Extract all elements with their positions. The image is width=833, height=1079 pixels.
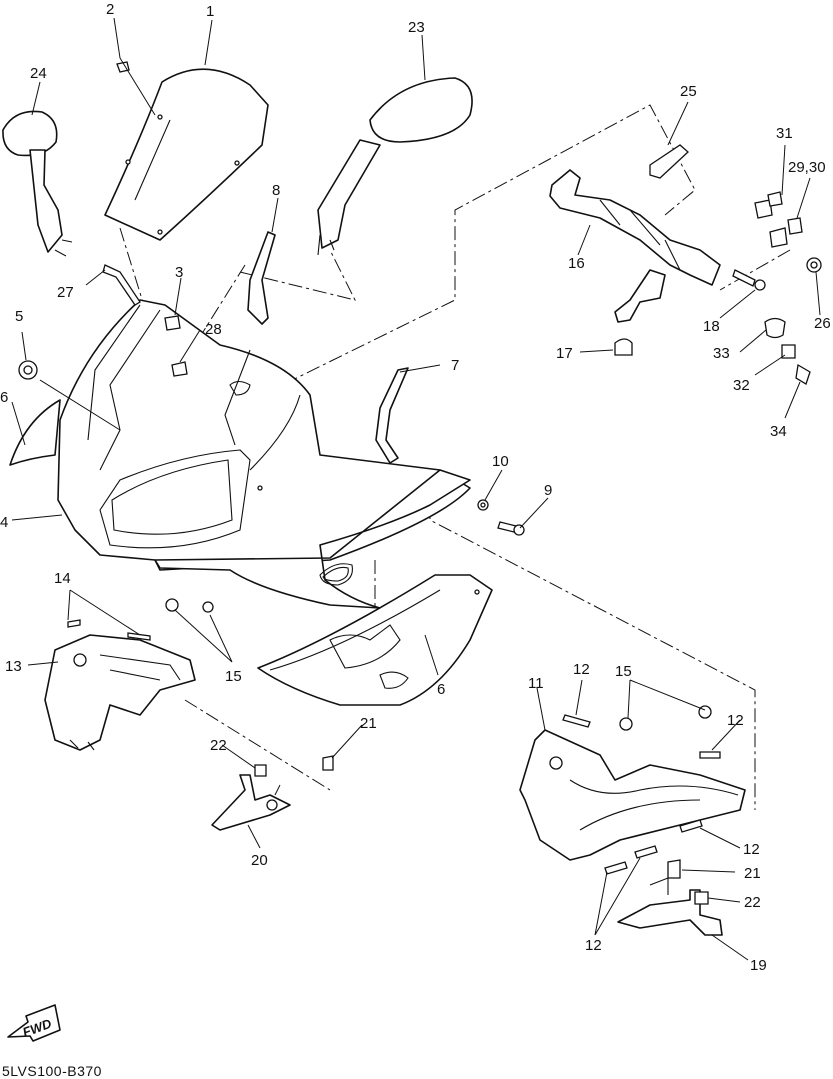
callout-12c: 12 [743,841,760,858]
windscreen-screw [116,61,130,73]
callout-28: 28 [205,321,222,338]
callout-7: 7 [451,357,459,374]
callout-34: 34 [770,423,787,440]
callout-17: 17 [556,345,573,362]
callout-1: 1 [206,3,214,20]
callout-33: 33 [713,345,730,362]
leader-lines [11,17,821,961]
callout-4: 4 [0,514,8,531]
callout-15a: 15 [225,668,242,685]
fwd-arrow-icon: FWD [7,1004,61,1042]
callout-13: 13 [5,658,22,675]
windscreen [104,68,269,241]
bracket-19 [617,877,723,936]
callout-12d: 12 [585,937,602,954]
callout-3: 3 [175,264,183,281]
callout-21a: 21 [360,715,377,732]
callout-24: 24 [30,65,47,82]
callout-10: 10 [492,453,509,470]
callout-11: 11 [528,675,544,692]
callout-27: 27 [57,284,74,301]
callout-29-30: 29,30 [788,159,826,176]
callout-26: 26 [814,315,831,332]
right-mirror [317,77,473,256]
callout-5: 5 [15,308,23,325]
callout-22a: 22 [210,737,227,754]
callout-18: 18 [703,318,720,335]
callout-6a: 6 [0,389,8,406]
callout-15b: 15 [615,663,632,680]
side-cowling-lower [257,574,493,706]
inner-panel-13 [44,634,196,751]
callout-31: 31 [776,125,793,142]
callout-25: 25 [680,83,697,100]
cable-stay-7 [375,367,409,464]
callout-21b: 21 [744,865,761,882]
inner-panel-11 [519,729,746,861]
cowling-stay-16 [549,169,721,323]
callout-23: 23 [408,19,425,36]
hardware-pieces [18,144,822,905]
bracket-20 [211,774,291,831]
callout-2: 2 [106,1,114,18]
side-cowling-upper [154,469,471,609]
callout-labels: 1 2 3 4 5 6 6 7 8 9 10 11 12 12 12 12 13… [0,1,831,974]
callout-12b: 12 [727,712,744,729]
callout-19: 19 [750,957,767,974]
callout-22b: 22 [744,894,761,911]
left-mirror [2,110,73,257]
callout-32: 32 [733,377,750,394]
callout-16: 16 [568,255,585,272]
callout-9: 9 [544,482,552,499]
callout-14: 14 [54,570,71,587]
callout-12a: 12 [573,661,590,678]
upper-cowling [57,299,471,571]
cable-stay-8 [247,231,276,325]
callout-6b: 6 [437,681,445,698]
diagram-code: 5LVS100-B370 [2,1063,102,1079]
side-inner-panel-6 [9,399,61,466]
callout-8: 8 [272,182,280,199]
callout-20: 20 [251,852,268,869]
